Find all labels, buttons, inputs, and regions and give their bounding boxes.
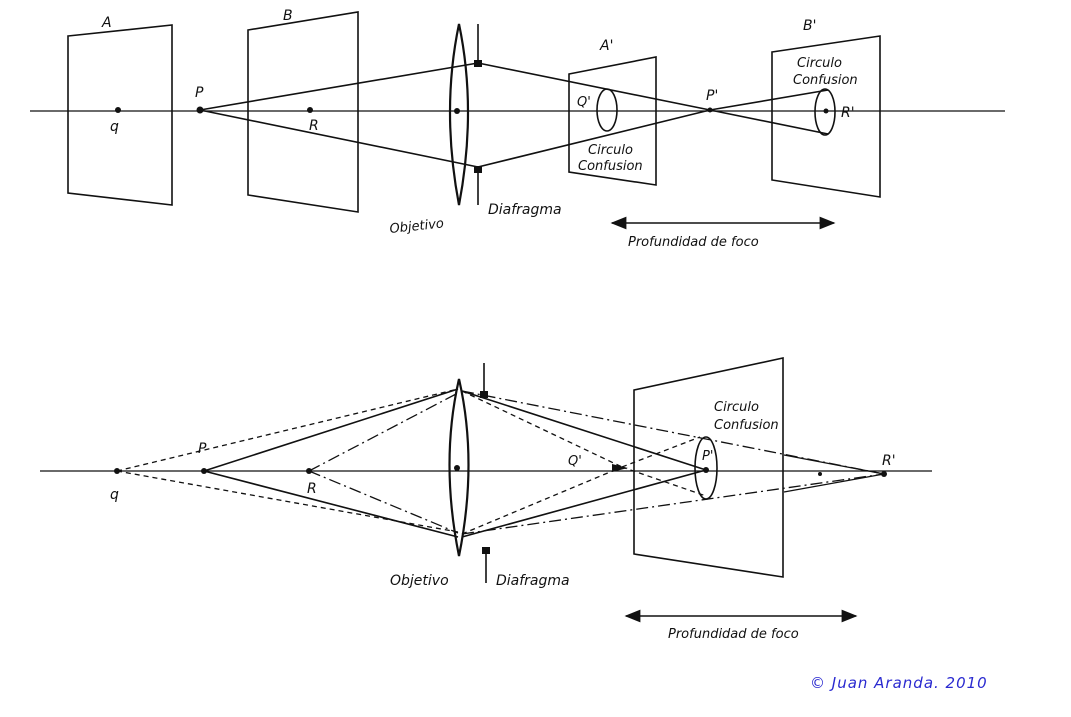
point-p-label: P [195, 85, 204, 101]
ray-img-q-upper [461, 390, 623, 468]
circle-label-2: Confusion [714, 418, 779, 433]
ray-img-upper [477, 62, 711, 111]
plane-a-prime [568, 56, 657, 186]
depth-label-bottom: Profundidad de foco [668, 627, 799, 642]
point-p-label-2: P [198, 441, 207, 457]
plane-a [67, 24, 173, 206]
ray-img-q-lower [461, 466, 623, 535]
ray-p-lower [199, 109, 479, 168]
ray-img-diverge-up [709, 89, 829, 111]
ray-img-r-lower [461, 473, 885, 535]
copyright-text: © Juan Aranda. 2010 [810, 674, 988, 692]
ray-img-r-lower-solid [783, 473, 885, 493]
point-p-prime-dot-2 [703, 467, 709, 473]
diaphragm-top-lower-stop [474, 166, 482, 173]
circle-a-label-2: Confusion [578, 159, 643, 174]
ray-img-lower [477, 109, 711, 168]
ray-p-upper [199, 62, 479, 111]
ray-p-lower-2 [203, 470, 459, 538]
top-diagram: A q B R P A' Q' Circulo Confusion [30, 8, 1005, 250]
bottom-diagram: q P R [40, 357, 932, 642]
point-q-prime-label: Q' [577, 95, 591, 110]
point-p-prime-dot [707, 107, 713, 113]
plane-a-prime-label: A' [599, 38, 613, 54]
point-p-prime-label: P' [706, 88, 718, 104]
point-q-label: q [110, 119, 119, 135]
plane-b-prime-label: B' [803, 18, 816, 34]
point-r-prime-dot [823, 108, 829, 114]
point-r-label: R [309, 118, 319, 134]
lens-label-bottom: Objetivo [390, 573, 449, 589]
point-r-prime-dot-2 [881, 471, 887, 477]
ray-p-upper-2 [203, 388, 459, 472]
ray-img-diverge-down [709, 109, 829, 135]
diaphragm-bottom-lower-stop [482, 547, 490, 554]
ray-img-q-diverge-down [621, 466, 707, 497]
plane-b [247, 11, 359, 213]
point-q-label-2: q [110, 487, 119, 503]
circle-confusion-bottom [694, 436, 718, 500]
circle-a-label-1: Circulo [588, 143, 633, 158]
plane-a-label: A [101, 15, 112, 31]
ray-r-upper [308, 392, 459, 472]
point-r-dot [307, 107, 313, 113]
image-plane [633, 357, 784, 578]
ray-q-lower [116, 470, 459, 533]
plane-b-prime [771, 35, 881, 198]
depth-label-top: Profundidad de foco [628, 235, 759, 250]
circle-confusion-a [596, 88, 618, 132]
ray-img-q-diverge-up [621, 436, 701, 468]
point-r-label-2: R [307, 481, 317, 497]
diaphragm-label-top: Diafragma [488, 202, 562, 218]
point-q-prime-marker [612, 464, 628, 472]
ray-r-lower [308, 470, 459, 534]
point-r-prime-label: R' [841, 105, 855, 121]
lens-center-top [454, 108, 460, 114]
point-r-prime-label-2: R' [882, 453, 896, 469]
lens-bottom [448, 378, 470, 557]
circle-confusion-b [814, 88, 836, 136]
circle-b-label-1: Circulo [797, 56, 842, 71]
point-q-dot [115, 107, 121, 113]
ray-img-r-upper-solid [783, 454, 885, 475]
plane-b-label: B [283, 8, 293, 24]
point-p-prime-label-2: P' [702, 449, 713, 464]
circle-label-1: Circulo [714, 400, 759, 415]
lens-center-bottom [454, 465, 460, 471]
lens-label-top: Objetivo [389, 216, 445, 237]
diaphragm-label-bottom: Diafragma [496, 573, 570, 589]
point-q-prime-label-2: Q' [568, 454, 582, 469]
ray-img-p-upper [461, 390, 707, 471]
point-r-axis-dot [818, 472, 822, 476]
circle-b-label-2: Confusion [793, 73, 858, 88]
ray-q-upper [116, 388, 459, 472]
ray-img-p-lower [461, 469, 707, 538]
lens-top [448, 23, 470, 206]
diaphragm-bottom-upper-stop [480, 391, 488, 398]
